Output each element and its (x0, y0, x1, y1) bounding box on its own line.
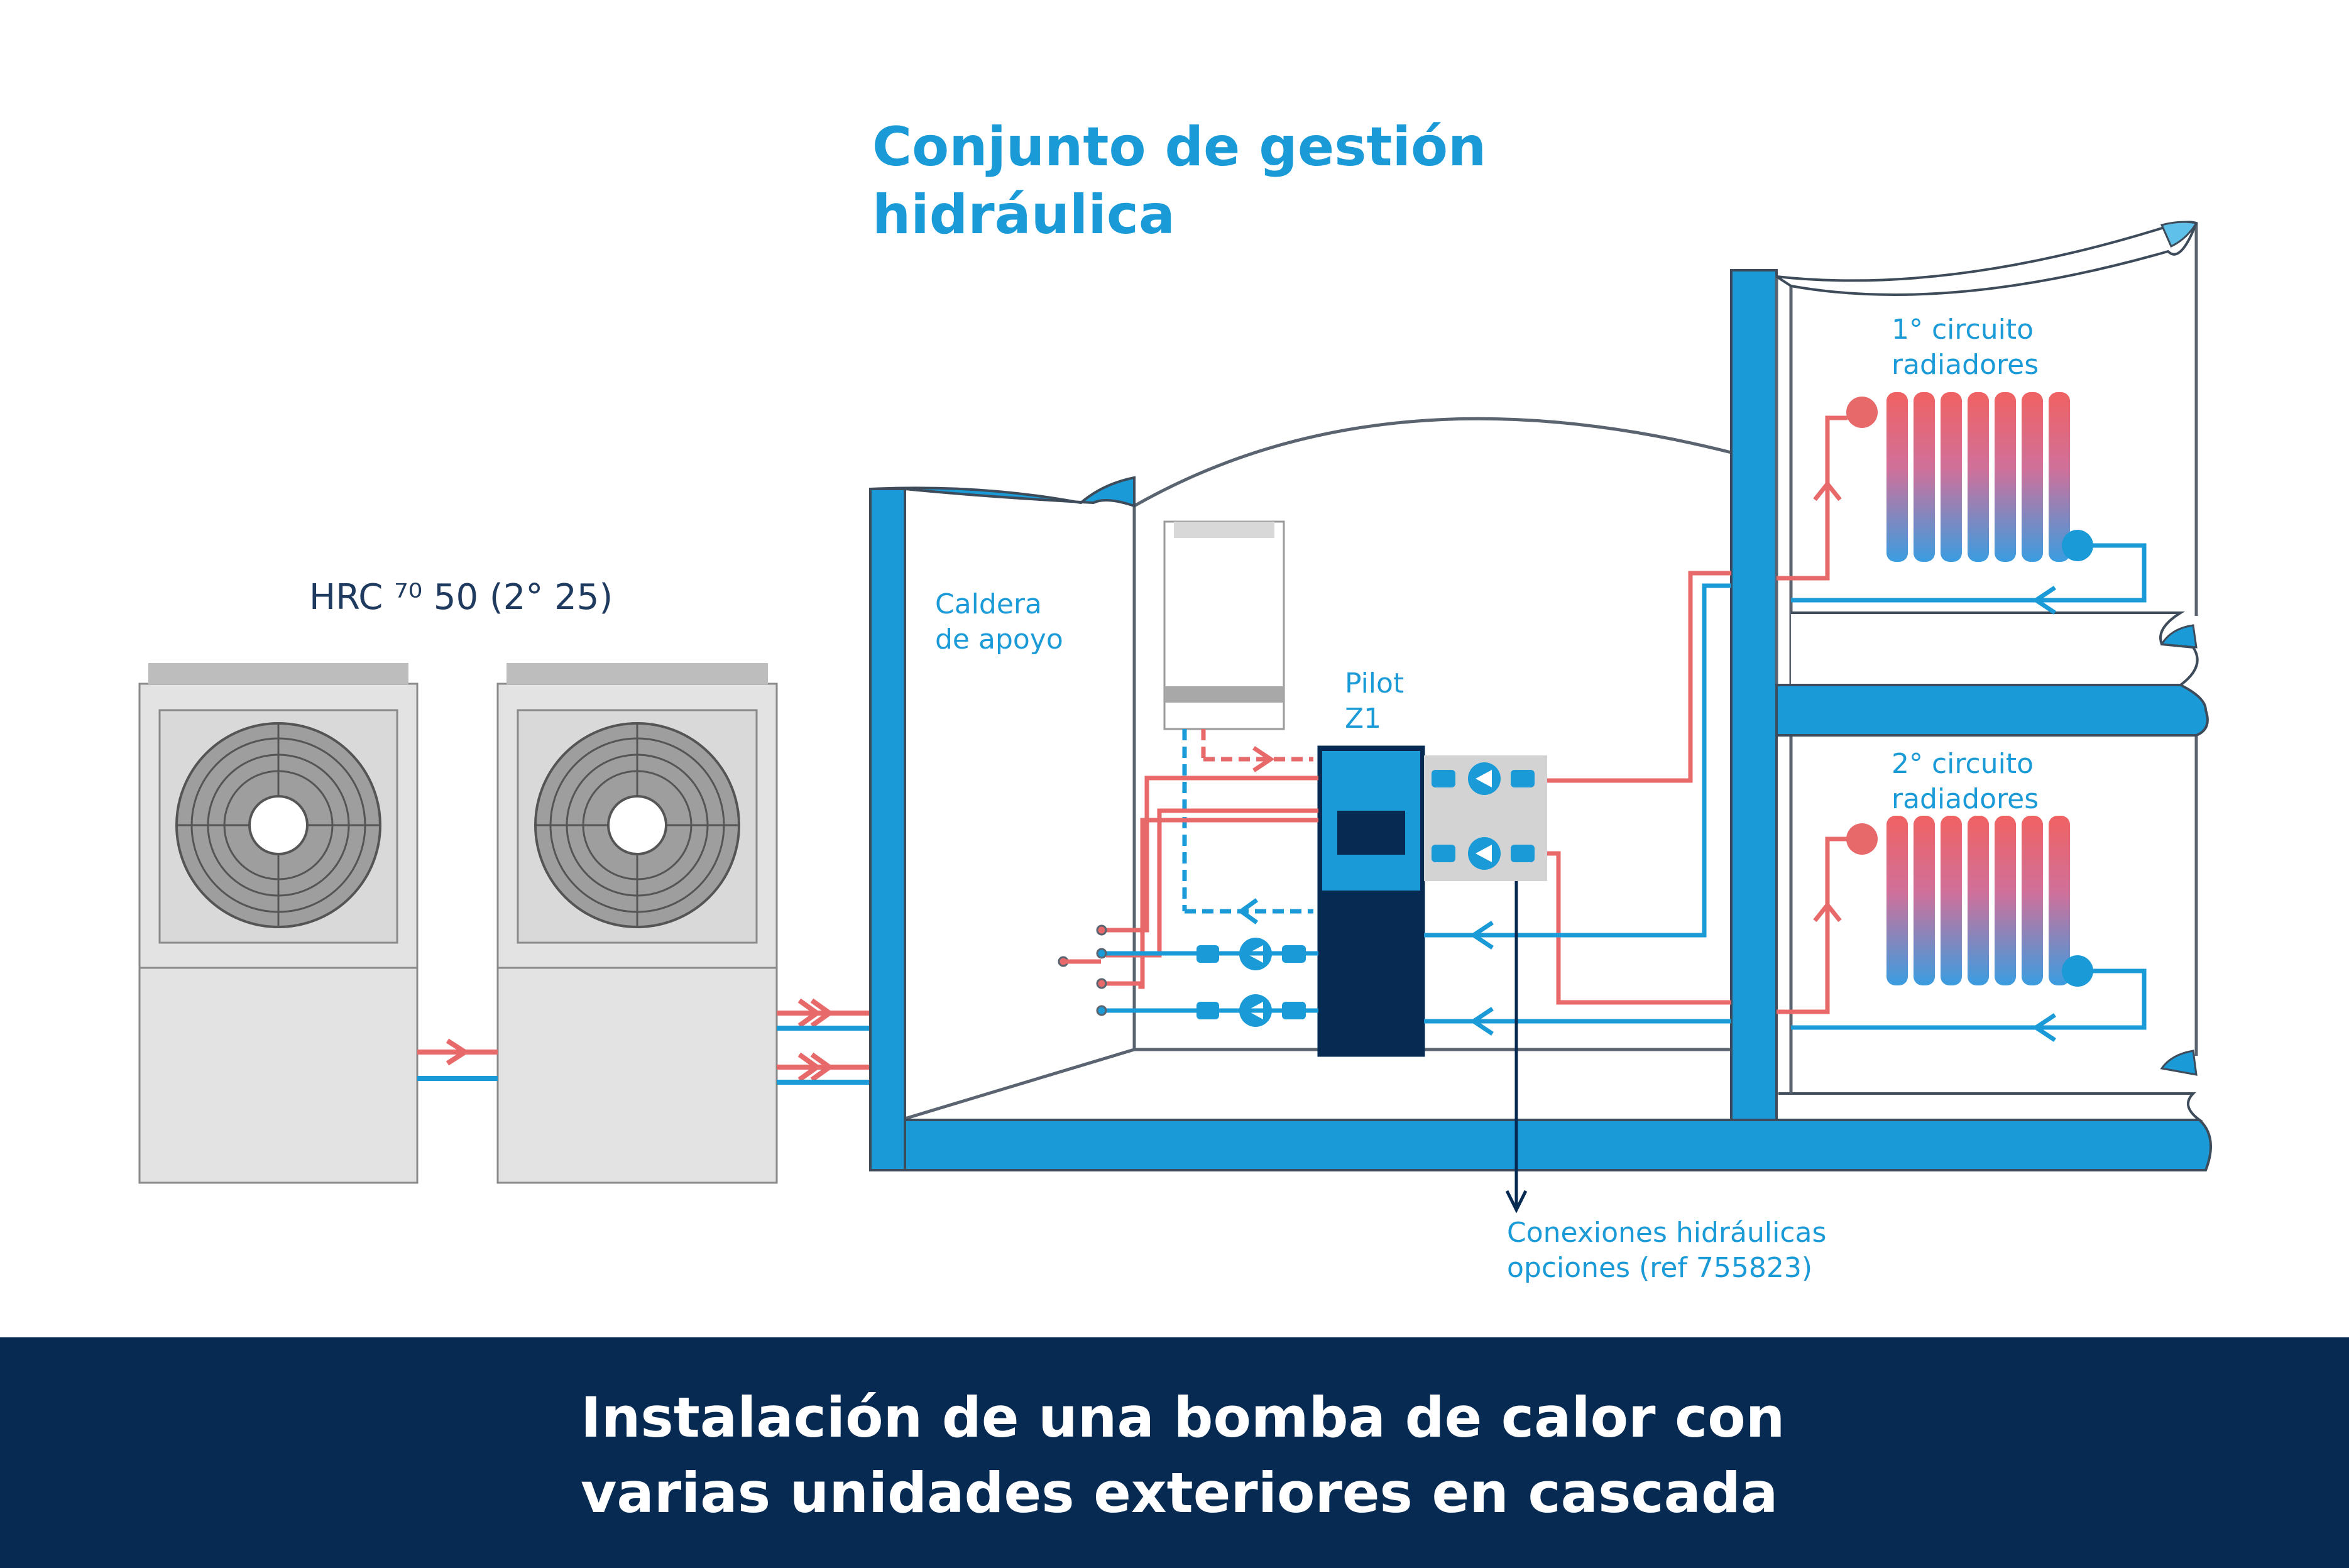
pump-icon (1432, 762, 1535, 795)
cold-return-pipes (1101, 543, 2147, 1030)
boiler-pipes (1182, 729, 1313, 924)
title-line-1: Conjunto de gestión (872, 116, 1487, 178)
connections-label-line-1: Conexiones hidráulicas (1507, 1217, 1827, 1249)
unit-link-pipes (417, 1038, 498, 1081)
fan-icon (534, 722, 740, 928)
circuit-2-label: 2° circuito radiadores (1892, 747, 2039, 817)
diagram-title: Conjunto de gestión hidráulica (872, 113, 1486, 249)
connections-pointer (1505, 881, 1528, 1214)
hydraulic-connection-kit (1424, 755, 1547, 881)
circuit-1-label-line-2: radiadores (1892, 349, 2039, 381)
connections-label: Conexiones hidráulicas opciones (ref 755… (1507, 1215, 1826, 1286)
boiler-label-line-1: Caldera (935, 588, 1042, 620)
fan-icon (175, 722, 381, 928)
pilot-label-line-2: Z1 (1345, 703, 1382, 735)
circuit-2-label-line-2: radiadores (1892, 783, 2039, 815)
footer-caption: Instalación de una bomba de calor con va… (581, 1380, 1785, 1531)
footer-banner (0, 1337, 2349, 1568)
title-line-2: hidráulica (872, 184, 1175, 246)
backup-boiler (1163, 520, 1285, 730)
footer-line-2: varias unidades exteriores en cascada (581, 1461, 1778, 1525)
circuit-1-label: 1° circuito radiadores (1892, 312, 2039, 383)
house-walls (869, 221, 2212, 1171)
pilot-z1-module (1317, 745, 1425, 1057)
circuit-1-label-line-1: 1° circuito (1892, 314, 2034, 346)
pilot-label-line-1: Pilot (1345, 667, 1404, 699)
boiler-label: Caldera de apoyo (935, 587, 1063, 657)
pump-icon (1432, 837, 1535, 870)
connections-label-line-2: opciones (ref 755823) (1507, 1252, 1813, 1284)
pilot-label: Pilot Z1 (1345, 666, 1404, 737)
radiator-2 (1846, 816, 2093, 987)
outdoor-to-house-pipes (777, 998, 870, 1085)
footer-line-1: Instalación de una bomba de calor con (581, 1385, 1785, 1450)
pipe-stubs (1058, 924, 1107, 1016)
radiator-1 (1846, 392, 2093, 562)
circuit-2-label-line-1: 2° circuito (1892, 748, 2034, 780)
outdoor-unit-1 (138, 663, 419, 1184)
flow-arrows (1469, 480, 2056, 1042)
boiler-label-line-2: de apoyo (935, 623, 1063, 655)
outdoor-unit-2 (496, 663, 778, 1184)
outdoor-units-label: HRC ⁷⁰ 50 (2° 25) (309, 577, 613, 618)
